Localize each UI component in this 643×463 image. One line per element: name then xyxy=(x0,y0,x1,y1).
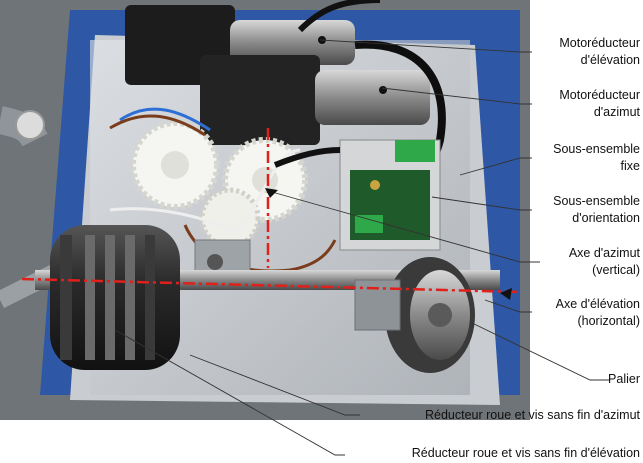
label-reducteur-azimut: Réducteur roue et vis sans fin d'azimut xyxy=(425,408,640,422)
label-moto-azimut: Motoréducteur d'azimut xyxy=(559,88,640,119)
label-sous-ensemble-orientation: Sous-ensemble d'orientation xyxy=(553,194,640,225)
elevation-axis-line xyxy=(21,277,521,294)
label-sous-ensemble-fixe: Sous-ensemble fixe xyxy=(553,142,640,173)
elevation-motor xyxy=(230,20,355,65)
label-reducteur-elevation: Réducteur roue et vis sans fin d'élévati… xyxy=(411,446,640,460)
azimuth-gear-lower xyxy=(199,187,261,249)
azimuth-motor-gearbox xyxy=(200,55,320,145)
bearing xyxy=(385,257,475,373)
label-moto-elevation: Motoréducteur d'élévation xyxy=(559,36,640,67)
label-axe-azimut: Axe d'azimut (vertical) xyxy=(568,246,640,277)
label-axe-elevation: Axe d'élévation (horizontal) xyxy=(555,297,640,328)
azimuth-gear-left xyxy=(130,120,220,210)
mechanism-photo xyxy=(0,0,530,420)
azimuth-motor xyxy=(315,70,430,125)
label-palier: Palier xyxy=(608,372,640,386)
elevation-reducer-drum xyxy=(50,225,180,370)
